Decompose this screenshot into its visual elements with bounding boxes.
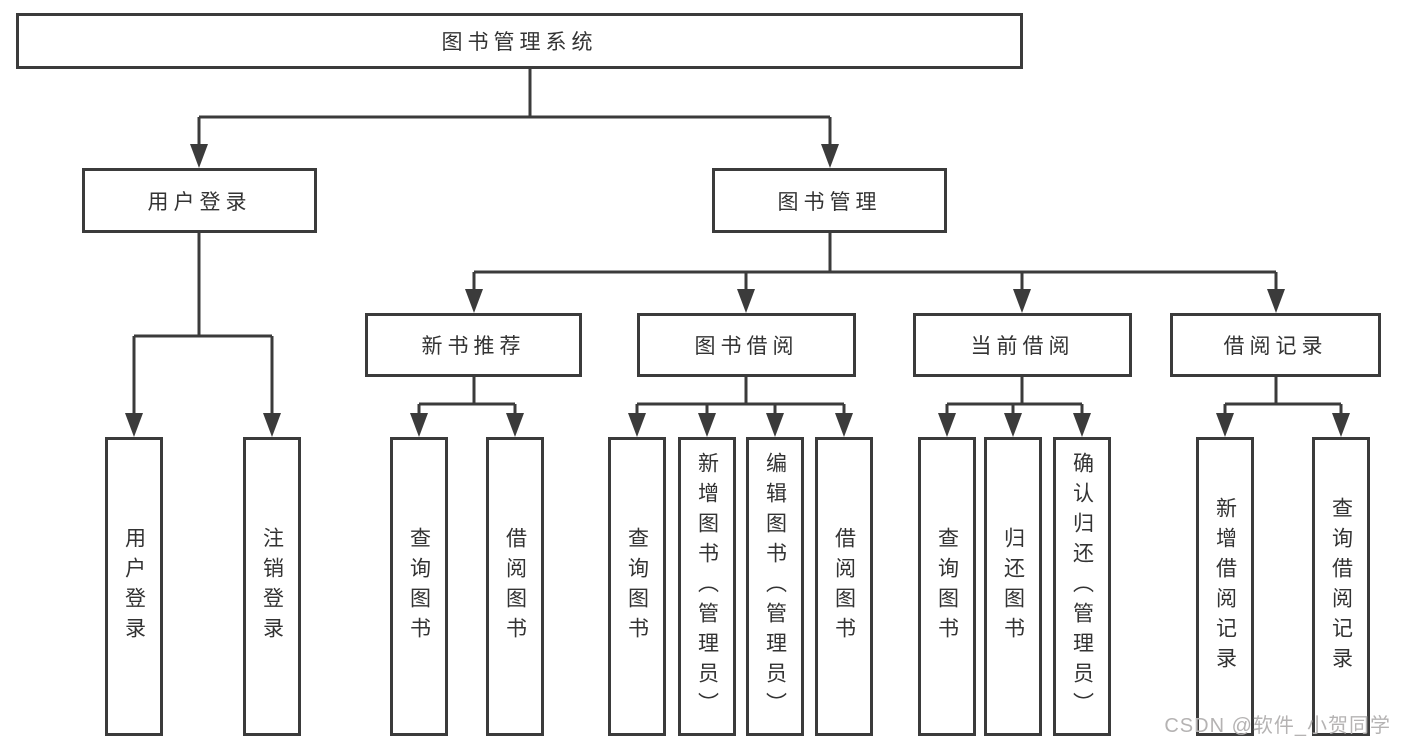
leaf-label: 查询图书 — [935, 526, 959, 647]
node-label: 用户登录 — [147, 190, 252, 214]
leaf-query-books-current: 查询图书 — [918, 437, 976, 736]
connector-root-to-level1 — [190, 69, 839, 168]
connector-current-borrowing-group — [938, 377, 1091, 437]
leaf-add-borrow-record: 新增借阅记录 — [1196, 437, 1254, 736]
node-label: 图书管理系统 — [441, 31, 598, 54]
leaf-label: 借阅图书 — [832, 526, 856, 647]
connector-user-login-branch — [125, 233, 281, 437]
leaf-edit-books-admin: 编辑图书（管理员） — [746, 437, 804, 736]
leaf-label: 查询图书 — [407, 526, 431, 647]
connector-book-borrowing-group — [628, 377, 853, 437]
node-label: 当前借阅 — [970, 335, 1075, 358]
leaf-add-books-admin: 新增图书（管理员） — [678, 437, 736, 736]
leaf-label: 注销登录 — [260, 526, 284, 647]
node-book-management: 图书管理 — [712, 168, 947, 233]
leaf-label: 确认归还（管理员） — [1070, 451, 1094, 722]
node-label: 图书借阅 — [694, 335, 799, 358]
connector-book-management-branch — [465, 233, 1285, 313]
node-label: 借阅记录 — [1223, 335, 1328, 358]
connector-new-book-group — [410, 377, 524, 437]
leaf-query-books-recommend: 查询图书 — [390, 437, 448, 736]
leaf-user-login: 用户登录 — [105, 437, 163, 736]
connector-borrowing-records-group — [1216, 377, 1350, 437]
node-user-login: 用户登录 — [82, 168, 317, 233]
node-current-borrowing: 当前借阅 — [913, 313, 1132, 377]
leaf-confirm-return-admin: 确认归还（管理员） — [1053, 437, 1111, 736]
node-book-borrowing: 图书借阅 — [637, 313, 856, 377]
node-borrowing-records: 借阅记录 — [1170, 313, 1381, 377]
leaf-query-borrow-record: 查询借阅记录 — [1312, 437, 1370, 736]
node-library-management-system: 图书管理系统 — [16, 13, 1023, 69]
leaf-label: 借阅图书 — [503, 526, 527, 647]
csdn-watermark: CSDN @软件_小贺同学 — [1164, 715, 1391, 737]
leaf-label: 编辑图书（管理员） — [763, 451, 787, 722]
leaf-label: 用户登录 — [122, 526, 146, 647]
node-new-book-recommendation: 新书推荐 — [365, 313, 582, 377]
leaf-label: 查询借阅记录 — [1329, 496, 1353, 677]
leaf-logout: 注销登录 — [243, 437, 301, 736]
leaf-label: 新增图书（管理员） — [695, 451, 719, 722]
leaf-label: 新增借阅记录 — [1213, 496, 1237, 677]
leaf-borrow-books-borrowing: 借阅图书 — [815, 437, 873, 736]
node-label: 图书管理 — [777, 190, 882, 214]
node-label: 新书推荐 — [421, 335, 526, 358]
leaf-label: 归还图书 — [1001, 526, 1025, 647]
leaf-return-books: 归还图书 — [984, 437, 1042, 736]
leaf-query-books-borrowing: 查询图书 — [608, 437, 666, 736]
leaf-borrow-books-recommend: 借阅图书 — [486, 437, 544, 736]
leaf-label: 查询图书 — [625, 526, 649, 647]
